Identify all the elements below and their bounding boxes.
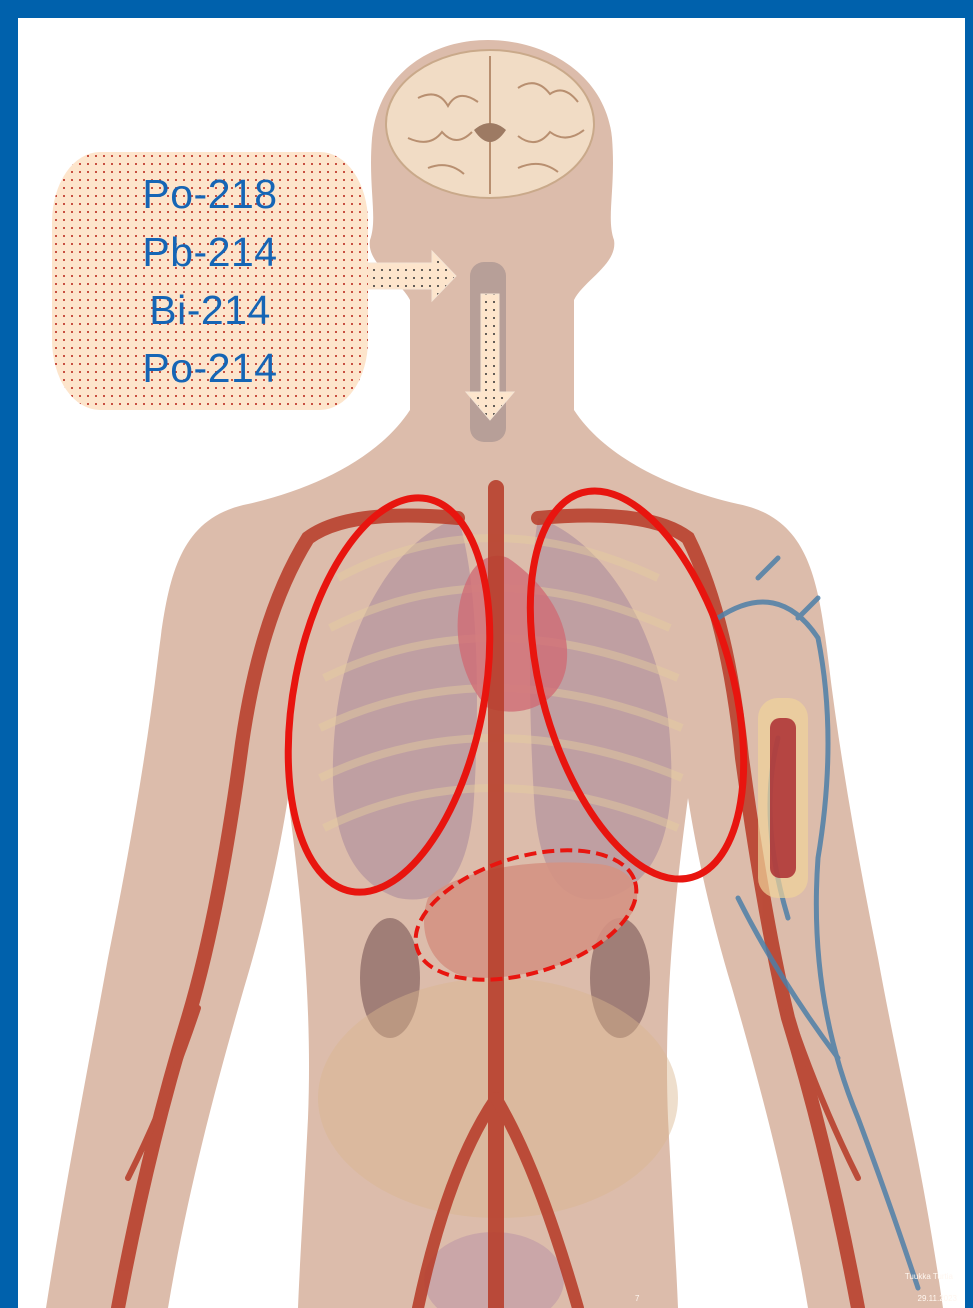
isotope-bi-214: Bi-214 [149, 281, 271, 339]
slide: Po-218 Pb-214 Bi-214 Po-214 Tuukka Turti… [18, 18, 965, 1308]
isotope-po-218: Po-218 [142, 165, 277, 223]
footer-date: 29.11.2023 [918, 1294, 957, 1303]
isotope-po-214: Po-214 [142, 339, 277, 397]
isotope-pb-214: Pb-214 [142, 223, 277, 281]
footer-page-number: 7 [635, 1294, 639, 1303]
brain-icon [386, 50, 594, 198]
footer-author: Tuukka Turtia [905, 1272, 953, 1281]
isotope-list-box: Po-218 Pb-214 Bi-214 Po-214 [52, 152, 368, 410]
